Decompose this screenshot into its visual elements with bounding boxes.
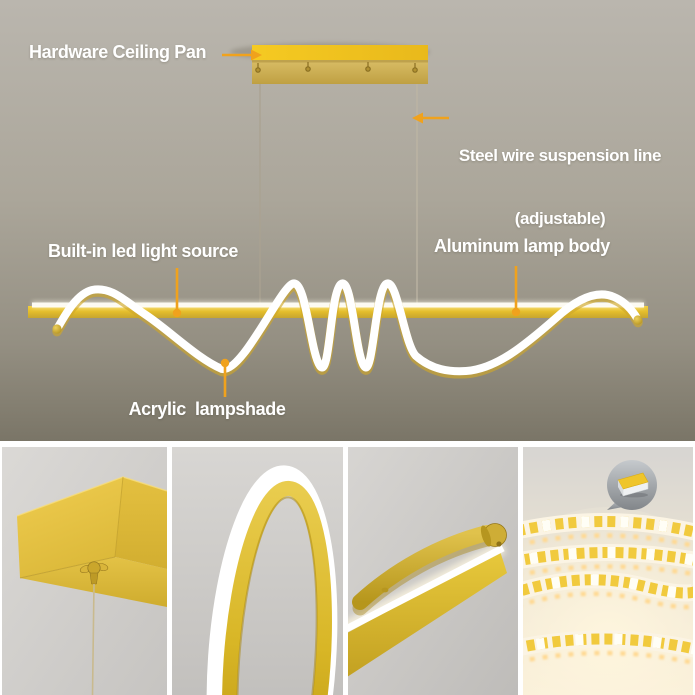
label-ceiling-pan: Hardware Ceiling Pan	[29, 42, 207, 62]
panel-led-strip-coil-closeup	[523, 447, 693, 695]
pointer-lampshade	[220, 358, 230, 397]
end-rod	[352, 523, 507, 616]
bar-end	[348, 540, 507, 677]
arrow-ceiling-pan	[222, 49, 262, 61]
led-module-icon	[617, 472, 649, 498]
led-edge-glow	[348, 544, 505, 632]
panel-acrylic-ring-closeup	[172, 447, 343, 695]
rod-end-cap	[480, 523, 507, 547]
label-led-source: Built-in led light source	[48, 241, 239, 261]
arrow-suspension-line	[412, 112, 449, 124]
panel-lamp-bar-end-closeup	[348, 447, 518, 695]
ribbon-tip-left	[52, 324, 62, 334]
hanging-wire	[91, 583, 95, 695]
label-suspension-line-1: Steel wire suspension line	[458, 146, 662, 165]
lamp-illustration	[28, 43, 648, 397]
label-suspension-line-2: (adjustable)	[514, 209, 606, 228]
label-lampshade: Acrylic lampshade	[128, 399, 286, 419]
ribbon-tip-right	[633, 315, 643, 325]
panel-ceiling-canopy-closeup	[2, 447, 167, 695]
ribbon-white-face	[53, 279, 642, 376]
label-lamp-body: Aluminum lamp body	[434, 236, 610, 256]
ceiling-plate	[252, 45, 428, 84]
pointer-led-source	[172, 268, 182, 318]
lamp-diagram-section: Hardware Ceiling Pan Steel wire suspensi…	[0, 0, 695, 441]
pointer-graphics	[172, 49, 521, 397]
acrylic-ribbon	[52, 279, 643, 379]
pointer-lamp-body	[511, 266, 521, 317]
label-suspension-line: Steel wire suspension line (adjustable)	[458, 103, 662, 271]
led-module-inset	[607, 460, 657, 510]
plate-screws	[255, 62, 418, 73]
ring-gold-tube	[222, 480, 332, 695]
detail-gallery	[0, 441, 695, 695]
led-strip-coil	[523, 513, 693, 666]
ring-loop	[206, 465, 338, 695]
wire-connector	[79, 561, 109, 585]
